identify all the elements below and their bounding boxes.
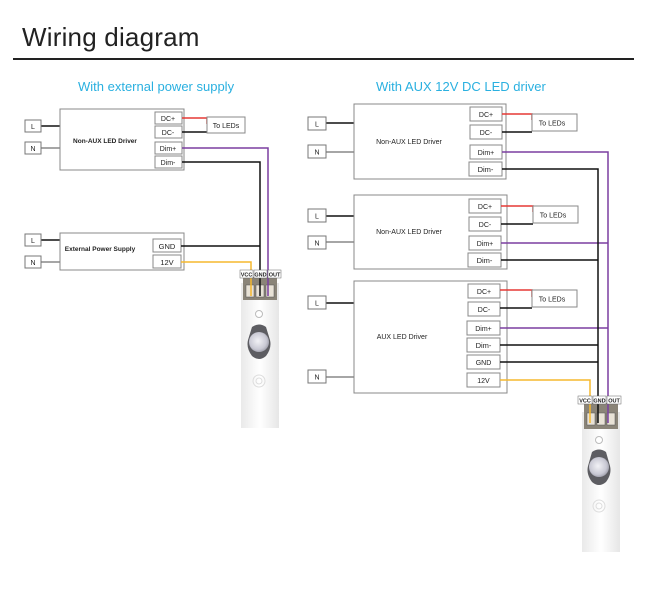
right-section-subtitle: With AUX 12V DC LED driver	[376, 79, 546, 94]
input-n-box	[24, 255, 42, 269]
input-n-label: N	[314, 375, 319, 382]
left-motion-sensor: VCC GND OUT	[239, 269, 282, 428]
terminal-label: DC-	[480, 130, 493, 137]
to-leds-label: To LEDs	[539, 121, 566, 128]
input-l-box	[307, 295, 327, 310]
to-leds-label: To LEDs	[213, 123, 240, 130]
left-external-power-supply: L N External Power Supply GND 12V	[24, 232, 185, 271]
input-l-label: L	[315, 122, 319, 129]
terminal-dc-minus	[467, 301, 501, 317]
input-n-label: N	[314, 241, 319, 248]
terminal-label: DC+	[477, 289, 491, 296]
input-n-label: N	[30, 260, 35, 267]
terminal-label: DC-	[479, 222, 492, 229]
input-l-box	[24, 119, 42, 133]
left-section-subtitle: With external power supply	[78, 79, 235, 94]
sensor-button-icon	[592, 499, 606, 513]
input-l-label: L	[315, 301, 319, 308]
input-l-box	[24, 233, 42, 247]
title-divider	[13, 58, 634, 60]
page-title: Wiring diagram	[22, 22, 200, 52]
input-l-label: L	[31, 124, 35, 131]
right-driver-1: L N Non-AUX LED Driver DC+ DC- Dim+ Dim-…	[307, 103, 578, 180]
to-leds-box	[532, 205, 579, 224]
terminal-label: GND	[159, 242, 176, 251]
driver-label: Non-AUX LED Driver	[73, 138, 137, 145]
sensor-indicator-icon	[595, 436, 603, 444]
input-l-label: L	[315, 214, 319, 221]
terminal-label: 12V	[160, 258, 173, 267]
sensor-button-icon	[252, 374, 266, 388]
to-leds-label: To LEDs	[539, 297, 566, 304]
pin-vcc-label: VCC	[579, 399, 591, 405]
sensor-indicator-icon	[255, 310, 263, 318]
terminal-label: Dim-	[478, 165, 494, 174]
terminal-label: DC+	[479, 112, 493, 119]
pin-out-label: OUT	[608, 399, 620, 405]
terminal-label: Dim+	[477, 241, 494, 248]
wire-dim-plus-to-out	[182, 147, 269, 292]
driver-label: AUX LED Driver	[377, 334, 428, 341]
terminal-label: GND	[476, 360, 492, 367]
left-non-aux-driver: L N Non-AUX LED Driver DC+ DC- Dim+ Dim-…	[24, 108, 246, 171]
wire-dc-plus	[182, 117, 208, 124]
to-leds-label: To LEDs	[540, 213, 567, 220]
terminal-label: DC+	[161, 116, 175, 123]
pin-gnd-label: GND	[593, 399, 605, 405]
wire-dim-plus-bus	[502, 151, 609, 404]
pin-vcc-label: VCC	[241, 273, 253, 279]
input-n-box	[307, 144, 327, 159]
driver-label: Non-AUX LED Driver	[376, 229, 442, 236]
pin-gnd-label: GND	[254, 273, 266, 279]
pir-lens-icon	[589, 457, 609, 477]
input-l-box	[307, 116, 327, 131]
wire-dim-minus-bus	[502, 168, 599, 404]
wire-12v-to-vcc	[500, 379, 591, 404]
to-leds-box	[206, 116, 246, 134]
input-n-box	[307, 235, 327, 250]
input-n-label: N	[30, 146, 35, 153]
terminal-label: DC-	[478, 307, 491, 314]
right-driver-2: L N Non-AUX LED Driver DC+ DC- Dim+ Dim-…	[307, 194, 579, 270]
terminal-label: Dim-	[476, 341, 492, 350]
input-n-label: N	[314, 150, 319, 157]
terminal-dc-plus	[467, 283, 501, 299]
terminal-label: 12V	[477, 378, 490, 385]
right-motion-sensor: VCC GND OUT	[577, 395, 622, 552]
terminal-label: Dim+	[475, 326, 492, 333]
power-supply-label: External Power Supply	[65, 246, 136, 253]
terminal-label: DC+	[478, 204, 492, 211]
pir-lens-icon	[249, 332, 269, 352]
input-n-box	[307, 369, 327, 384]
to-leds-box	[531, 113, 578, 132]
terminal-label: Dim+	[160, 146, 177, 153]
pin-out-label: OUT	[269, 273, 281, 279]
to-leds-box	[531, 289, 578, 308]
right-aux-driver: L N AUX LED Driver DC+ DC- Dim+ Dim- GND…	[307, 280, 578, 394]
terminal-label: DC-	[162, 130, 175, 137]
terminal-label: Dim+	[478, 150, 495, 157]
input-l-box	[307, 208, 327, 223]
terminal-label: Dim-	[477, 256, 493, 265]
driver-label: Non-AUX LED Driver	[376, 139, 442, 146]
input-l-label: L	[31, 238, 35, 245]
terminal-label: Dim-	[161, 160, 176, 167]
input-n-box	[24, 141, 42, 155]
wire-dim-minus-to-gnd	[182, 161, 261, 292]
